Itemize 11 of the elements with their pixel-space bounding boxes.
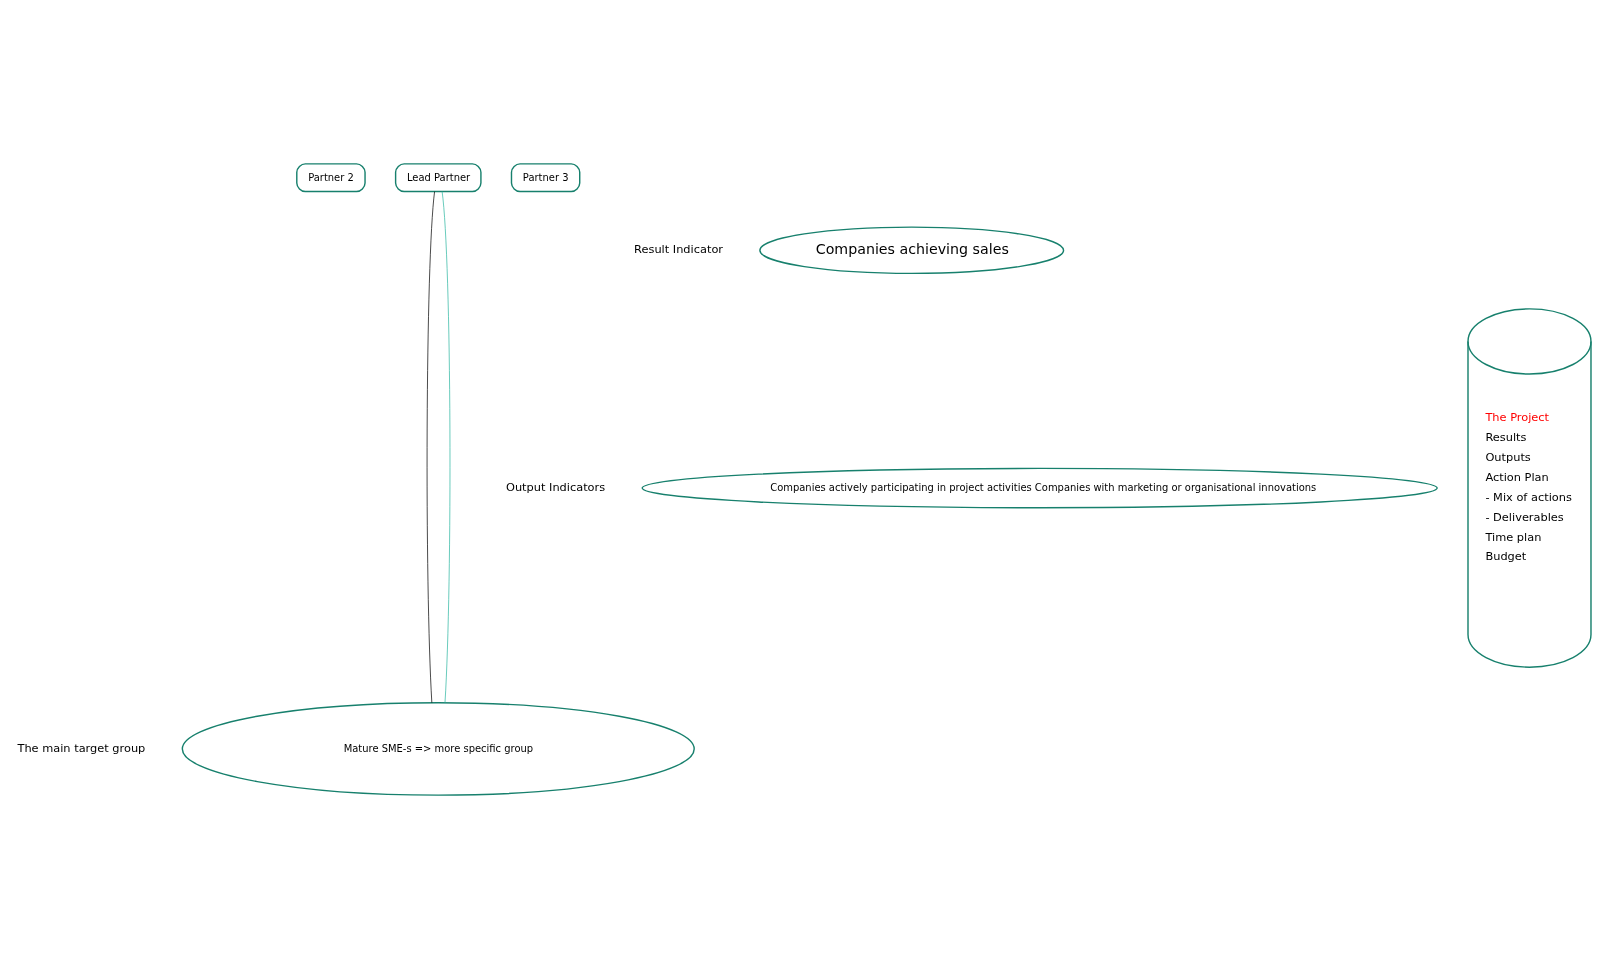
label: The main target group [17, 740, 146, 755]
node-ellipse: Companies achieving sales [759, 226, 1065, 275]
node-ellipse: Mature SME-s => more specific group [181, 702, 695, 796]
connector [441, 191, 451, 704]
connector [426, 191, 435, 704]
node-box: Partner 3 [510, 163, 581, 193]
label: Result Indicator [634, 241, 723, 256]
label: Output Indicators [505, 479, 606, 494]
node-box: Partner 2 [296, 163, 366, 193]
node-ellipse: Companies actively participating in project activities Companies with marketing or organisational innovations [641, 467, 1438, 509]
node-box: Lead Partner [394, 163, 482, 193]
